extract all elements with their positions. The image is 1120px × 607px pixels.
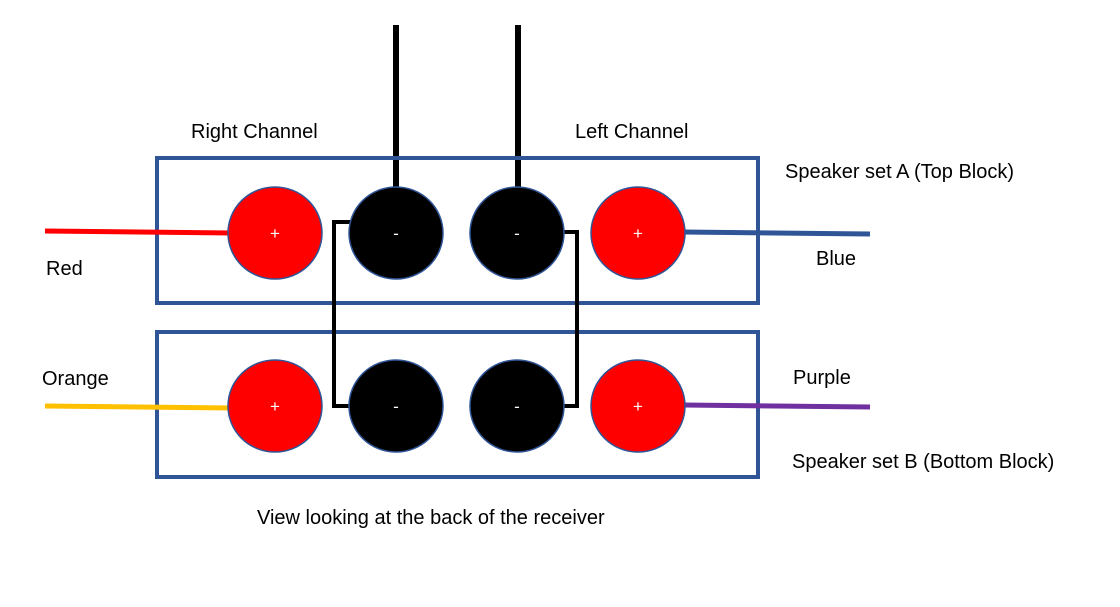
purple-wire xyxy=(682,402,871,410)
red-wire-label: Red xyxy=(46,258,83,280)
terminal-a-left-positive: + xyxy=(590,186,686,280)
blue-wire xyxy=(682,229,871,237)
terminal-sign: - xyxy=(514,397,520,416)
speaker-set-b-label: Speaker set B (Bottom Block) xyxy=(792,451,1054,473)
terminal-sign: + xyxy=(633,397,643,416)
terminal-sign: - xyxy=(514,224,520,243)
terminal-sign: - xyxy=(393,224,399,243)
red-wire xyxy=(44,228,233,236)
orange-wire xyxy=(44,403,233,411)
terminal-sign: + xyxy=(270,397,280,416)
speaker-set-a-label: Speaker set A (Top Block) xyxy=(785,161,1014,183)
terminal-a-left-negative: - xyxy=(469,186,565,280)
jumper-wire-right xyxy=(332,220,350,408)
terminal-sign: + xyxy=(270,224,280,243)
terminal-sign: + xyxy=(633,224,643,243)
terminal-b-right-negative: - xyxy=(348,359,444,453)
orange-wire-label: Orange xyxy=(42,368,109,390)
terminal-sign: - xyxy=(393,397,399,416)
left-channel-label: Left Channel xyxy=(575,121,688,143)
caption: View looking at the back of the receiver xyxy=(257,507,605,529)
terminal-b-left-positive: + xyxy=(590,359,686,453)
jumper-wire-left xyxy=(562,230,579,408)
terminal-b-right-positive: + xyxy=(227,359,323,453)
terminal-b-left-negative: - xyxy=(469,359,565,453)
right-channel-label: Right Channel xyxy=(191,121,318,143)
blue-wire-label: Blue xyxy=(816,248,856,270)
terminal-a-right-positive: + xyxy=(227,186,323,280)
purple-wire-label: Purple xyxy=(793,367,851,389)
terminal-a-right-negative: - xyxy=(348,186,444,280)
